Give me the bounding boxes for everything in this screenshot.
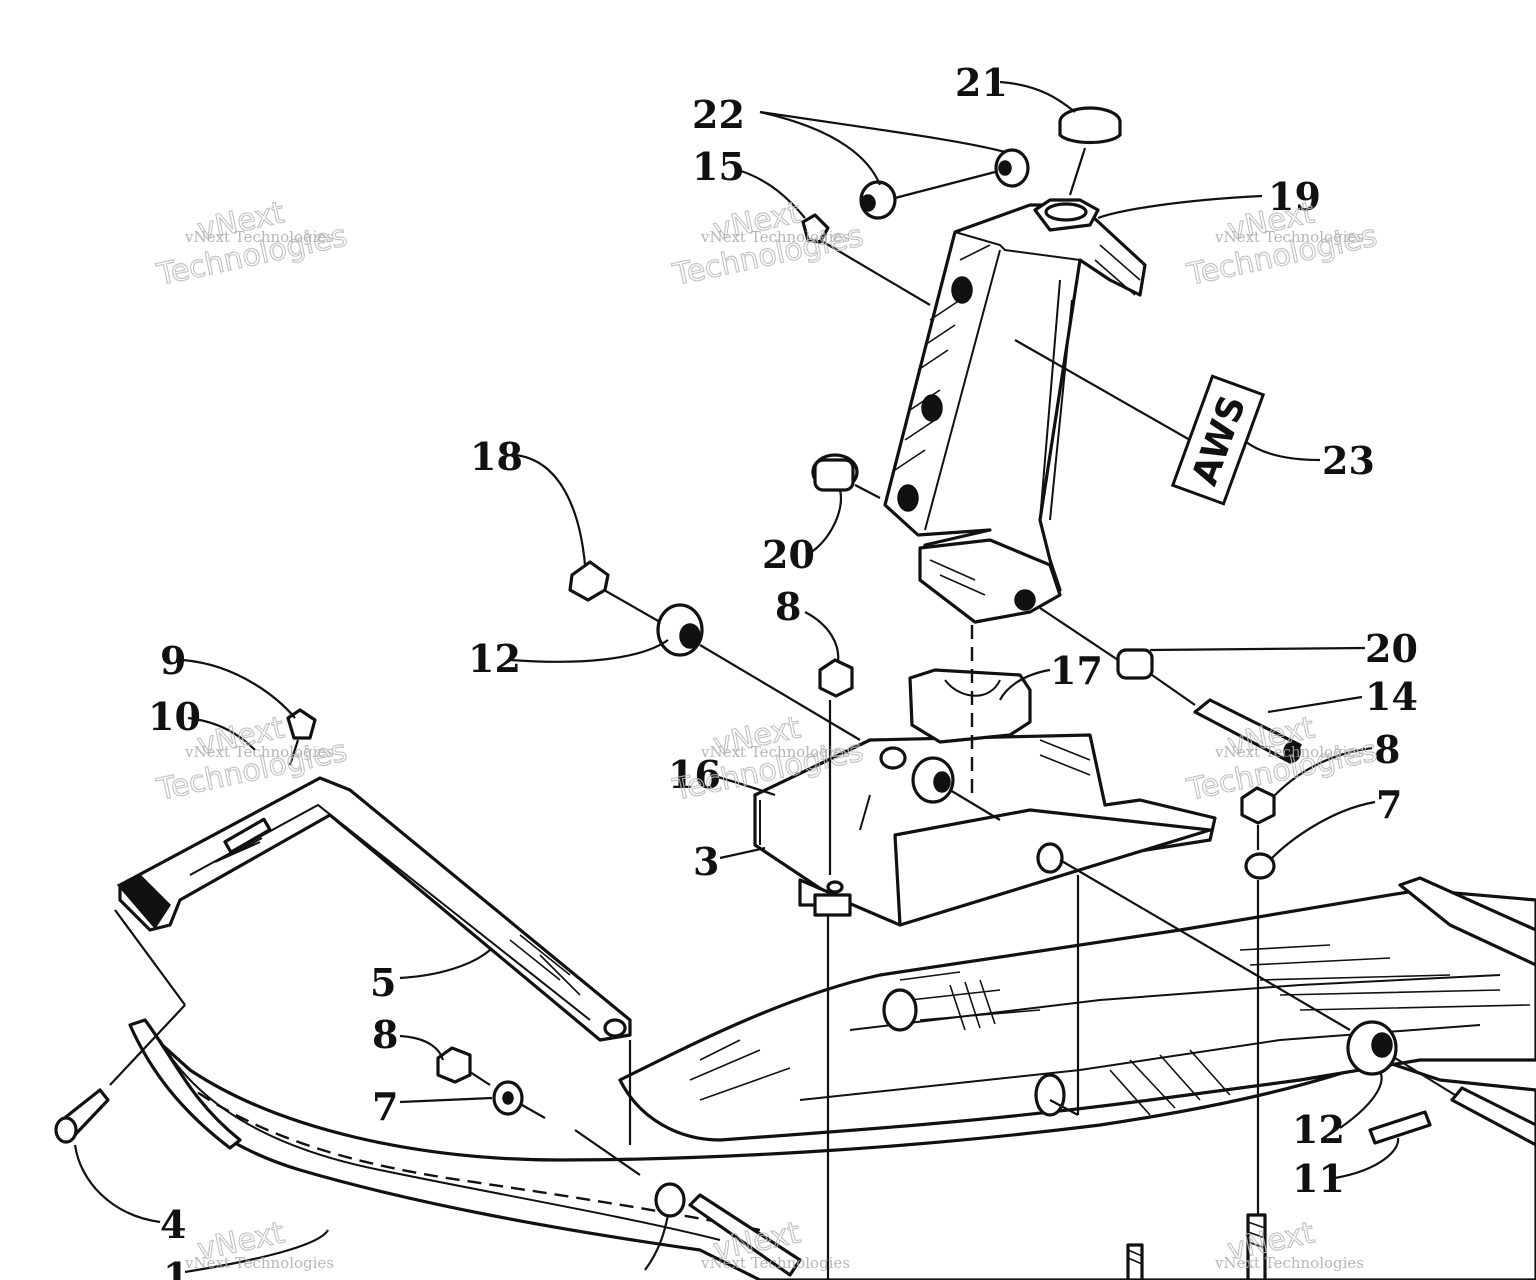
assembly-axes xyxy=(109,147,1456,1280)
watermark-1: vNext vNext Technologies Technologies xyxy=(153,195,351,294)
watermark-3: vNext vNext Technologies Technologies xyxy=(1183,195,1381,294)
saddle-washer xyxy=(911,756,955,804)
cap-21 xyxy=(1058,106,1122,145)
svg-text:vNext Technologies: vNext Technologies xyxy=(1214,228,1364,246)
washer-12-top xyxy=(656,603,704,657)
callout-7-right: 7 xyxy=(1376,782,1402,827)
svg-text:vNext Technologies: vNext Technologies xyxy=(700,1254,850,1272)
svg-text:vNext Technologies: vNext Technologies xyxy=(700,228,850,246)
nut-8-left xyxy=(436,1046,472,1084)
svg-text:vNext Technologies: vNext Technologies xyxy=(1214,743,1364,761)
watermark-2: vNext vNext Technologies Technologies xyxy=(669,195,867,294)
callout-4: 4 xyxy=(160,1202,186,1247)
bolt-11 xyxy=(1368,1110,1432,1145)
watermark-4: vNext vNext Technologies Technologies xyxy=(153,710,351,809)
callout-14: 14 xyxy=(1365,674,1418,719)
castle-nut-18 xyxy=(568,560,610,602)
pin-14 xyxy=(1193,698,1302,764)
label-plate-23: AWS xyxy=(1170,374,1266,506)
callout-17: 17 xyxy=(1050,648,1103,693)
washer-7-left xyxy=(492,1080,524,1116)
ski-body xyxy=(128,876,1536,1280)
callout-23: 23 xyxy=(1322,438,1375,483)
bushing-20-left xyxy=(811,453,859,492)
svg-text:vNext Technologies: vNext Technologies xyxy=(184,1254,334,1272)
watermark-7: vNext vNext Technologies xyxy=(184,1215,334,1272)
callout-20-right: 20 xyxy=(1365,626,1418,671)
watermark-6: vNext vNext Technologies Technologies xyxy=(1183,710,1381,809)
svg-text:vNext Technologies: vNext Technologies xyxy=(184,228,334,246)
callout-9: 9 xyxy=(160,638,186,683)
svg-text:vNext Technologies: vNext Technologies xyxy=(1214,1254,1364,1272)
callout-1: 1 xyxy=(163,1254,189,1280)
ski-saddle-mount xyxy=(753,733,1217,927)
callout-7-left: 7 xyxy=(372,1084,398,1129)
bottom-bolt xyxy=(654,1182,802,1277)
stop-block-17 xyxy=(908,668,1032,744)
ski-loop-handle xyxy=(116,776,632,1042)
callout-15: 15 xyxy=(692,144,745,189)
callout-12-top: 12 xyxy=(468,636,521,681)
callout-21: 21 xyxy=(955,60,1008,105)
fitting-15 xyxy=(801,213,830,244)
washer-12-right xyxy=(1346,1020,1398,1076)
nut-8-right xyxy=(1240,786,1276,825)
callout-16: 16 xyxy=(668,752,721,797)
callout-10: 10 xyxy=(148,694,201,739)
callout-18: 18 xyxy=(470,434,523,479)
callout-12-right: 12 xyxy=(1292,1107,1345,1152)
nut-8-top xyxy=(818,658,854,698)
bolt-4 xyxy=(54,1088,110,1144)
callout-22: 22 xyxy=(692,92,745,137)
bushings-22 xyxy=(859,148,1030,220)
svg-text:vNext Technologies: vNext Technologies xyxy=(700,743,850,761)
washer-7-right xyxy=(1244,852,1276,880)
callout-20-left: 20 xyxy=(762,532,815,577)
bushing-20-right xyxy=(1116,648,1154,680)
callout-19: 19 xyxy=(1268,174,1321,219)
callout-8-right: 8 xyxy=(1374,727,1400,772)
spindle-column xyxy=(883,198,1147,624)
callout-3: 3 xyxy=(693,839,719,884)
callout-labels: 1 3 4 5 7 7 8 8 8 9 10 11 12 12 14 15 16… xyxy=(148,60,1418,1280)
long-bolt-right xyxy=(1450,1086,1536,1147)
callout-11: 11 xyxy=(1292,1156,1345,1201)
callout-5: 5 xyxy=(370,960,396,1005)
callout-8-left: 8 xyxy=(372,1012,398,1057)
svg-text:vNext Technologies: vNext Technologies xyxy=(184,743,334,761)
callout-8-top: 8 xyxy=(775,584,801,629)
